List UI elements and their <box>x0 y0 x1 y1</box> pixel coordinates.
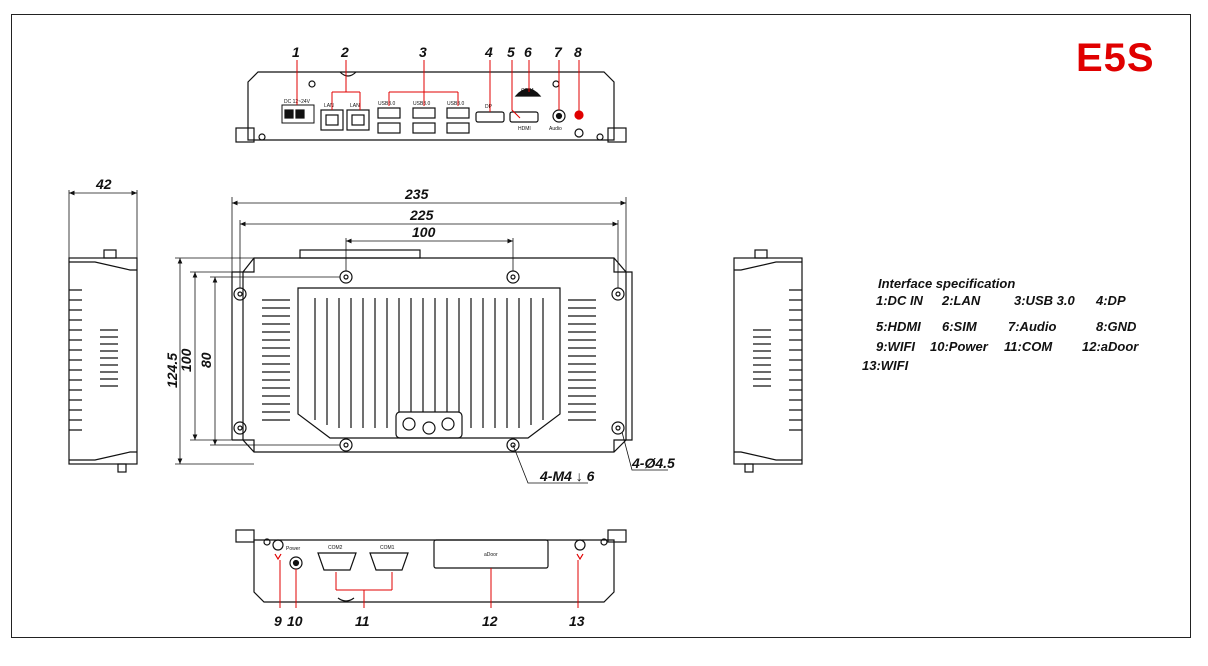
com2-label: COM2 <box>328 545 343 551</box>
spec-item: 8:GND <box>1096 319 1137 334</box>
spec-item: 2:LAN <box>942 293 981 308</box>
rear-panel-view <box>235 529 627 603</box>
callout-13: 13 <box>569 613 585 629</box>
main-top-view <box>231 249 633 453</box>
right-side-view <box>733 249 803 473</box>
dp-label: DP <box>485 104 493 110</box>
spec-item: 13:WIFI <box>862 358 909 373</box>
callout-12: 12 <box>482 613 498 629</box>
callout-5: 5 <box>507 44 515 60</box>
hdmi-label: HDMI <box>518 126 531 132</box>
dim-80: 80 <box>198 352 214 368</box>
power-label: Power <box>286 546 301 552</box>
screw-spec: 4-M4 ↓ 6 <box>539 468 595 484</box>
callout-7: 7 <box>554 44 563 60</box>
rear-port-labels: Power COM2 COM1 aDoor <box>286 545 498 558</box>
dim-225: 225 <box>409 207 434 223</box>
bottom-leader-lines <box>279 560 579 608</box>
callout-9: 9 <box>274 613 282 629</box>
dim-42-lines <box>68 190 138 258</box>
hole-spec: 4-Ø4.5 <box>631 455 675 471</box>
dim-124-5: 124.5 <box>164 353 180 388</box>
lan-label-1: LAN <box>324 103 334 109</box>
com1-label: COM1 <box>380 545 395 551</box>
dim-100-side: 100 <box>178 348 194 372</box>
dim-42: 42 <box>95 176 112 192</box>
dim-100-top: 100 <box>412 224 436 240</box>
main-dimension-lines <box>175 197 668 484</box>
usb-label-3: USB3.0 <box>447 101 464 107</box>
callout-1: 1 <box>292 44 300 60</box>
front-panel-view <box>235 71 627 143</box>
callout-3: 3 <box>419 44 427 60</box>
spec-item: 1:DC IN <box>876 293 923 308</box>
top-callouts: 1 2 3 4 5 6 7 8 <box>292 44 582 60</box>
drawing-border <box>11 14 1191 638</box>
spec-item: 7:Audio <box>1008 319 1057 334</box>
spec-item: 12:aDoor <box>1082 339 1139 354</box>
model-name: E5S <box>1076 36 1155 80</box>
spec-item: 10:Power <box>930 339 988 354</box>
spec-item: 3:USB 3.0 <box>1014 293 1075 308</box>
left-side-view <box>68 249 138 473</box>
top-leader-lines <box>296 60 580 119</box>
callout-11: 11 <box>355 613 370 629</box>
spec-item: 11:COM <box>1004 339 1053 354</box>
spec-item: 5:HDMI <box>876 319 921 334</box>
callout-4: 4 <box>484 44 493 60</box>
usb-label-1: USB3.0 <box>378 101 395 107</box>
callout-2: 2 <box>340 44 349 60</box>
main-dimension-labels: 235 225 100 124.5 100 80 4-M4 ↓ 6 4-Ø4.5 <box>164 186 675 484</box>
callout-10: 10 <box>287 613 303 629</box>
adoor-label: aDoor <box>484 552 498 558</box>
sim-label: CSIM <box>521 88 534 94</box>
lan-label-2: LAN <box>350 103 360 109</box>
spec-item: 4:DP <box>1096 293 1126 308</box>
bottom-callouts: 9 10 11 12 13 <box>274 613 585 629</box>
callout-6: 6 <box>524 44 532 60</box>
audio-label: Audio <box>549 126 562 132</box>
callout-8: 8 <box>574 44 582 60</box>
spec-item: 6:SIM <box>942 319 977 334</box>
spec-title: Interface specification <box>878 276 1016 291</box>
usb-label-2: USB3.0 <box>413 101 430 107</box>
dim-235: 235 <box>404 186 429 202</box>
spec-item: 9:WIFI <box>876 339 915 354</box>
